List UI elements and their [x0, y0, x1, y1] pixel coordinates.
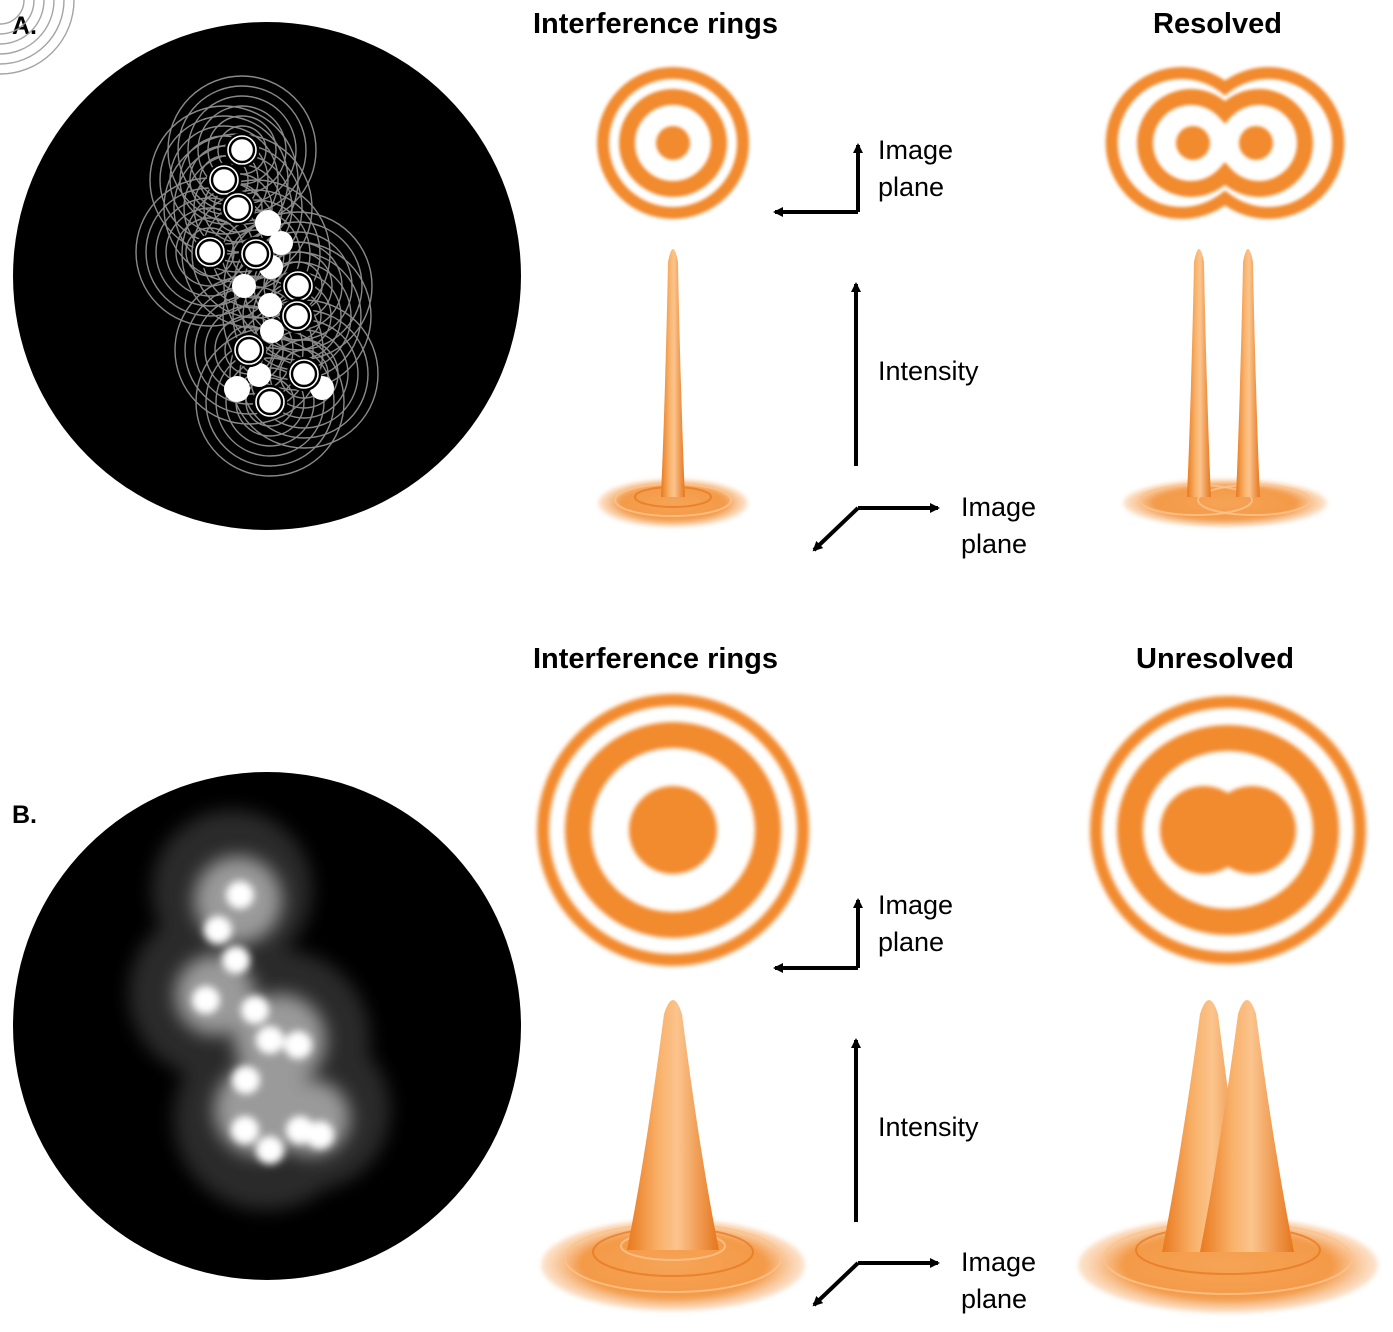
panel-a-double-intensity-peaks	[1123, 249, 1327, 527]
panel-a-intensity-label: Intensity	[878, 356, 979, 386]
panel-b-single-intensity-peak	[541, 1000, 805, 1311]
panel-a-single-intensity-peak	[598, 249, 748, 527]
panel-a-axes	[773, 143, 940, 552]
panel-b-rings-heading: Interference rings	[533, 643, 778, 675]
panel-a-base-plane-label: Image plane	[961, 492, 1037, 559]
panel-b-single-airy-rings	[537, 694, 809, 966]
panel-b-axes	[773, 898, 940, 1307]
panel-b	[13, 694, 1378, 1313]
panel-b-blurred-halo	[129, 810, 390, 1210]
panel-b-double-airy-rings	[1090, 695, 1366, 965]
panel-a-letter: A.	[12, 12, 37, 40]
panel-b-state-heading: Unresolved	[1136, 643, 1294, 675]
panel-a-outlined-sources	[192, 132, 322, 420]
panel-b-image-plane-label: Image plane	[878, 890, 954, 957]
panel-a-rings-heading: Interference rings	[533, 8, 778, 40]
panel-b-intensity-label: Intensity	[878, 1112, 979, 1142]
panel-b-base-plane-label: Image plane	[961, 1247, 1037, 1314]
panel-a-image-plane-label: Image plane	[878, 135, 954, 202]
panel-b-double-intensity-peaks	[1078, 1000, 1378, 1313]
panel-b-letter: B.	[12, 801, 37, 829]
panel-a-single-airy-rings	[597, 67, 749, 219]
panel-a-double-airy-rings	[1105, 67, 1345, 219]
panel-a-point-sources	[224, 210, 334, 402]
panel-a	[0, 0, 1345, 552]
panel-a-state-heading: Resolved	[1153, 8, 1282, 40]
